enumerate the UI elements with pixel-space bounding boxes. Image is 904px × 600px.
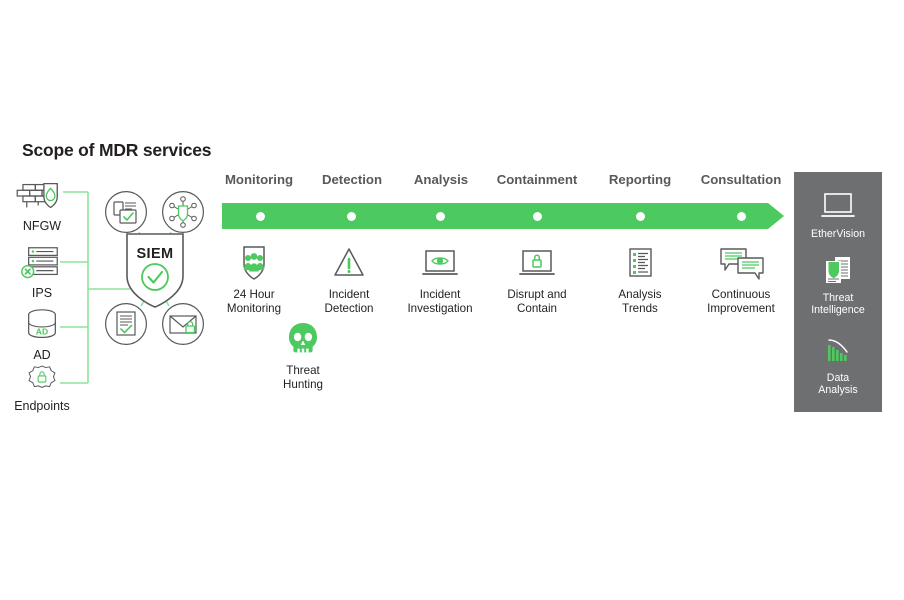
panel-label-line2: Intelligence	[811, 304, 865, 317]
infra-item-endpoints: Endpoints	[0, 363, 84, 413]
endpoint-lock-icon	[28, 365, 56, 388]
service-item-incident-investigation: Incident Investigation	[386, 244, 494, 315]
panel-item-ethervision[interactable]: EtherVision	[794, 190, 882, 240]
panel-label-line1: Threat	[822, 292, 854, 304]
service-label-line2: Monitoring	[226, 301, 282, 315]
arrow-dot-3	[436, 211, 445, 221]
infra-item-nfgw: NFGW	[0, 176, 84, 233]
infra-label-ad: AD	[33, 348, 51, 362]
infra-item-ips: IPS	[0, 243, 84, 300]
database-ad-icon: AD	[28, 309, 56, 339]
phase-progress-arrow	[222, 203, 784, 229]
checklist-document-icon	[629, 248, 652, 277]
service-label-line2: Contain	[517, 301, 557, 315]
service-label-line2: Investigation	[407, 301, 473, 315]
service-item-threat-hunting: Threat Hunting	[249, 320, 357, 391]
monitor-eye-icon	[422, 250, 458, 275]
warning-triangle-icon	[334, 248, 364, 276]
phase-header-monitoring: Monitoring	[224, 172, 294, 187]
infra-label-endpoints: Endpoints	[14, 399, 70, 413]
infra-label-nfgw: NFGW	[22, 219, 62, 233]
service-label-line1: 24 Hour	[233, 288, 275, 301]
service-item-disrupt-and-contain: Disrupt and Contain	[483, 244, 591, 315]
service-label-line1: Disrupt and	[507, 288, 567, 301]
infrastructure-connector-lines	[60, 191, 130, 384]
skull-icon	[289, 323, 317, 353]
service-item-24-hour-monitoring: 24 Hour Monitoring	[200, 244, 308, 315]
products-panel: EtherVision Threat Intelligence	[794, 172, 882, 412]
siem-cluster: SIEM	[96, 186, 212, 362]
service-item-analysis-trends: Analysis Trends	[586, 244, 694, 315]
satellite-network-shield	[161, 190, 205, 234]
service-label-line1: Threat	[286, 364, 320, 377]
arrow-dot-5	[636, 211, 645, 221]
shield-check-icon	[126, 233, 184, 308]
satellite-devices-documents	[104, 190, 148, 234]
monitor-lock-icon	[519, 250, 555, 275]
phase-header-containment: Containment	[496, 172, 578, 187]
arrow-shape	[222, 203, 784, 229]
satellite-secure-email	[161, 302, 205, 346]
arrow-dot-1	[256, 211, 265, 221]
devices-documents-icon	[105, 191, 147, 233]
panel-item-threat-intelligence[interactable]: Threat Intelligence	[794, 254, 882, 317]
service-label-line2: Improvement	[707, 301, 775, 315]
secure-email-icon	[162, 303, 204, 345]
svg-text:AD: AD	[36, 327, 48, 337]
infra-item-ad: AD AD	[0, 306, 84, 362]
phase-header-detection: Detection	[321, 172, 383, 187]
firewall-shield-icon	[16, 182, 58, 209]
server-stack-block-icon	[21, 247, 58, 279]
phase-header-consultation: Consultation	[700, 172, 782, 187]
arrow-dot-4	[533, 211, 542, 221]
network-shield-icon	[162, 191, 204, 233]
monitor-icon	[821, 193, 855, 217]
siem-label: SIEM	[136, 246, 174, 262]
satellite-document-check	[104, 302, 148, 346]
service-label-line2: Detection	[324, 301, 374, 315]
speech-bubbles-icon	[720, 248, 764, 280]
page-title: Scope of MDR services	[22, 140, 212, 160]
service-label-line1: Incident	[419, 288, 461, 301]
panel-label-line1: EtherVision	[811, 228, 865, 240]
phase-header-analysis: Analysis	[413, 172, 469, 187]
arrow-dot-2	[347, 211, 356, 221]
panel-item-data-analysis[interactable]: Data Analysis	[794, 334, 882, 397]
phase-header-reporting: Reporting	[608, 172, 672, 187]
bar-chart-curve-icon	[828, 339, 848, 361]
service-label-line2: Hunting	[283, 377, 323, 391]
arrow-dot-6	[737, 211, 746, 221]
document-check-icon	[105, 303, 147, 345]
service-label-line2: Trends	[622, 301, 658, 315]
shield-people-icon	[243, 246, 265, 280]
panel-label-line1: Data	[826, 372, 850, 384]
service-item-incident-detection: Incident Detection	[295, 244, 403, 315]
service-item-continuous-improvement: Continuous Improvement	[687, 244, 795, 315]
siem-shield: SIEM	[121, 228, 189, 312]
shield-documents-icon	[826, 257, 850, 283]
infra-label-ips: IPS	[31, 286, 53, 300]
service-label-line1: Analysis	[618, 288, 662, 301]
panel-label-line2: Analysis	[818, 384, 858, 397]
service-label-line1: Incident	[328, 288, 370, 301]
service-label-line1: Continuous	[711, 288, 771, 301]
